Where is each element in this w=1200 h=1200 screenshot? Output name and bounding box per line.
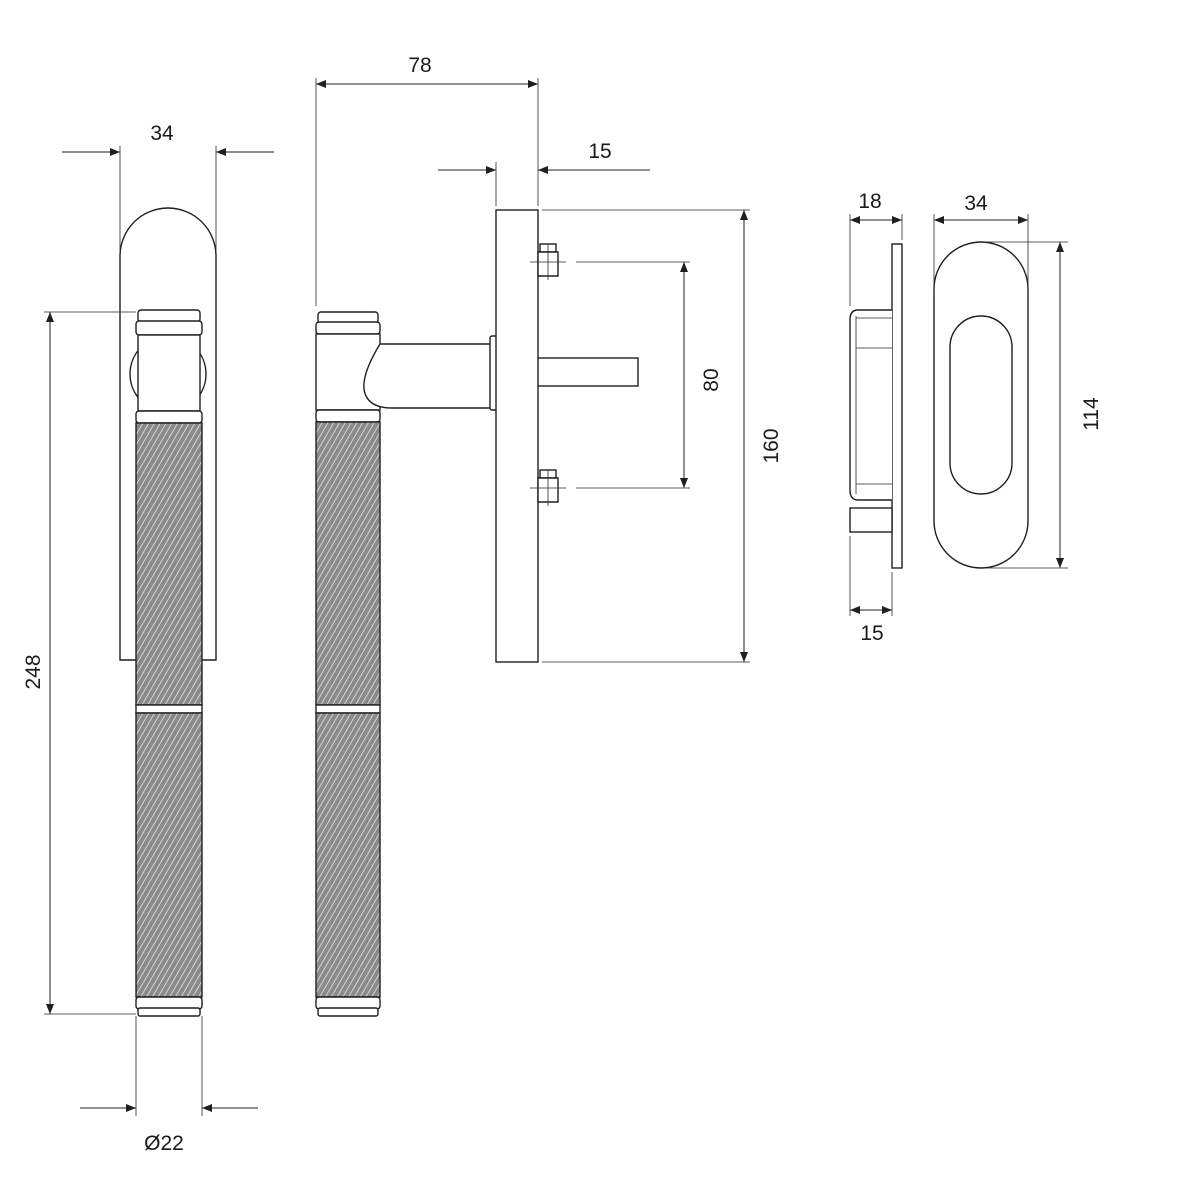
- recess-cup: [849, 309, 892, 501]
- side-arm: [363, 343, 493, 409]
- side-spindle: [535, 357, 639, 387]
- dim-recess-height: 114: [1080, 397, 1103, 431]
- front-mid-ring: [135, 704, 203, 714]
- dim-front-diameter: Ø22: [144, 1132, 184, 1155]
- side-bottom-cap-2: [317, 1007, 379, 1017]
- dim-side-plate-thickness: 15: [588, 140, 611, 163]
- side-screw-top: [530, 243, 566, 280]
- side-collar-ring: [315, 409, 381, 423]
- front-collar-ring: [135, 410, 203, 424]
- side-back-plate: [495, 209, 539, 663]
- dim-recess-width: 34: [964, 192, 988, 215]
- side-view: 78 15 80 160: [315, 54, 783, 1017]
- dim-recess-depth: 18: [858, 190, 881, 213]
- recess-side-view: 18 15: [849, 190, 903, 645]
- front-bottom-cap: [135, 996, 203, 1010]
- dim-front-width: 34: [150, 122, 174, 145]
- side-screw-bottom: [530, 469, 566, 506]
- side-knurl-lower: [315, 712, 381, 998]
- front-collar: [137, 334, 201, 412]
- side-knurl-upper: [315, 421, 381, 706]
- front-bottom-cap-2: [137, 1007, 201, 1017]
- side-mid-ring: [315, 704, 381, 714]
- front-knurl-lower: [135, 712, 203, 998]
- front-top-cap: [137, 309, 201, 323]
- recess-tab: [849, 507, 893, 533]
- dim-side-screw-spacing: 80: [700, 368, 723, 391]
- dim-front-height: 248: [22, 654, 45, 689]
- recess-front-view: 34 114: [933, 192, 1103, 569]
- dim-recess-plate-thickness: 15: [860, 622, 883, 645]
- front-top-cap-2: [135, 320, 203, 336]
- recess-inner-cup: [949, 315, 1013, 495]
- side-bottom-cap: [315, 996, 381, 1010]
- front-view: 34 248 Ø22: [22, 122, 274, 1155]
- recess-plate: [891, 243, 903, 569]
- front-knurl-upper: [135, 422, 203, 706]
- dim-side-plate-height: 160: [760, 428, 783, 463]
- side-top-cap-2: [315, 321, 381, 335]
- dim-side-projection: 78: [408, 54, 431, 77]
